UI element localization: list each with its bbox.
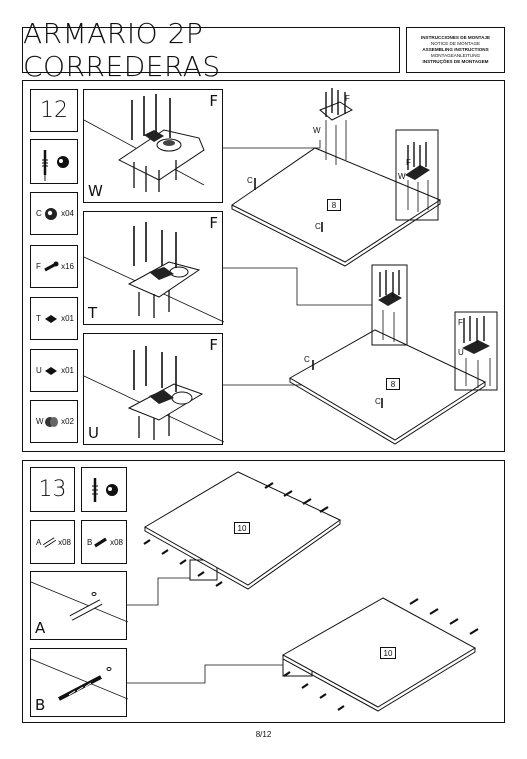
part-letter: F xyxy=(36,262,41,271)
hardware-overview xyxy=(30,139,78,184)
detail-label: B xyxy=(35,696,46,714)
callout-w: W xyxy=(313,126,321,135)
lang-line: MONTAGEANLEITUNG xyxy=(430,53,481,58)
part-qty: x01 xyxy=(61,366,74,375)
part-letter: T xyxy=(36,314,41,323)
hinge-plate-icon xyxy=(44,314,57,323)
part-u-card: U x01 xyxy=(30,349,78,392)
part-qty: x01 xyxy=(61,314,74,323)
callout-f: F xyxy=(406,158,411,167)
detail-corner-label: F xyxy=(209,336,218,354)
step-number: 13 xyxy=(30,467,75,512)
hinge-assembly-drawing xyxy=(83,94,205,192)
part-c-card: C x04 xyxy=(30,192,78,235)
detail-label: U xyxy=(88,424,99,442)
detail-label: A xyxy=(35,619,46,637)
part-f-card: F x16 xyxy=(30,245,78,288)
part-w-card: W x02 xyxy=(30,400,78,443)
detail-label: W xyxy=(88,182,103,200)
part-letter: C xyxy=(36,209,42,218)
panel-number: 8 xyxy=(386,378,400,390)
part-qty: x08 xyxy=(58,537,71,547)
part-a-card: A x08 xyxy=(30,520,75,564)
detail-w-box: F W xyxy=(83,89,223,203)
panel-number: 8 xyxy=(327,199,341,211)
screw-and-cam-icon xyxy=(42,150,69,181)
hinge-plate-icon xyxy=(45,366,58,375)
callout-c: C xyxy=(247,176,253,185)
callout-f: F xyxy=(458,318,463,327)
part-t-card: T x01 xyxy=(30,297,78,340)
pin-insert-drawing xyxy=(30,658,129,701)
part-letter: B xyxy=(87,537,93,547)
part-b-card: B x08 xyxy=(81,520,127,564)
lang-line: INSTRUÇÕES DE MONTAGEM xyxy=(422,59,489,64)
detail-corner-label: F xyxy=(209,92,218,110)
callout-c: C xyxy=(304,355,310,364)
part-qty: x02 xyxy=(61,417,74,426)
part-qty: x04 xyxy=(61,209,74,218)
hinge-assembly-drawing xyxy=(83,346,225,443)
detail-a-box: A xyxy=(30,571,129,640)
lang-line: INSTRUCCIONES DE MONTAJE xyxy=(420,35,491,40)
dowel-icon xyxy=(42,537,56,548)
step-number: 12 xyxy=(30,89,78,132)
screw-icon xyxy=(44,261,59,271)
part-letter: W xyxy=(36,417,44,426)
detail-u-box: F U xyxy=(83,333,225,445)
dowel-insert-drawing xyxy=(30,581,129,623)
callout-u: U xyxy=(458,348,464,357)
detail-t-box: F T xyxy=(83,211,225,325)
part-letter: U xyxy=(36,366,42,375)
wheel-icon xyxy=(45,416,59,427)
callout-c: C xyxy=(315,222,321,231)
part-qty: x16 xyxy=(61,262,74,271)
lang-line: NOTICE DE MONTAGE xyxy=(430,41,481,46)
callout-f: F xyxy=(345,94,350,103)
lang-line: ASSEMBLING INSTRUCTIONS xyxy=(422,47,489,52)
part-qty: x08 xyxy=(110,537,123,547)
pin-icon xyxy=(94,537,108,548)
detail-label: T xyxy=(88,304,98,322)
hinge-assembly-drawing xyxy=(83,222,225,323)
detail-corner-label: F xyxy=(209,214,218,232)
hardware-overview xyxy=(81,467,127,512)
detail-b-box: B xyxy=(30,648,129,717)
callout-c: C xyxy=(375,397,381,406)
panel-number: 10 xyxy=(380,647,396,659)
language-box: INSTRUCCIONES DE MONTAJE NOTICE DE MONTA… xyxy=(406,27,505,73)
cam-lock-icon xyxy=(45,207,58,220)
callout-w: W xyxy=(398,172,406,181)
page-number: 8/12 xyxy=(255,730,272,739)
panel-number: 10 xyxy=(234,522,250,534)
part-letter: A xyxy=(36,537,42,547)
screw-and-cam-icon xyxy=(92,478,118,502)
